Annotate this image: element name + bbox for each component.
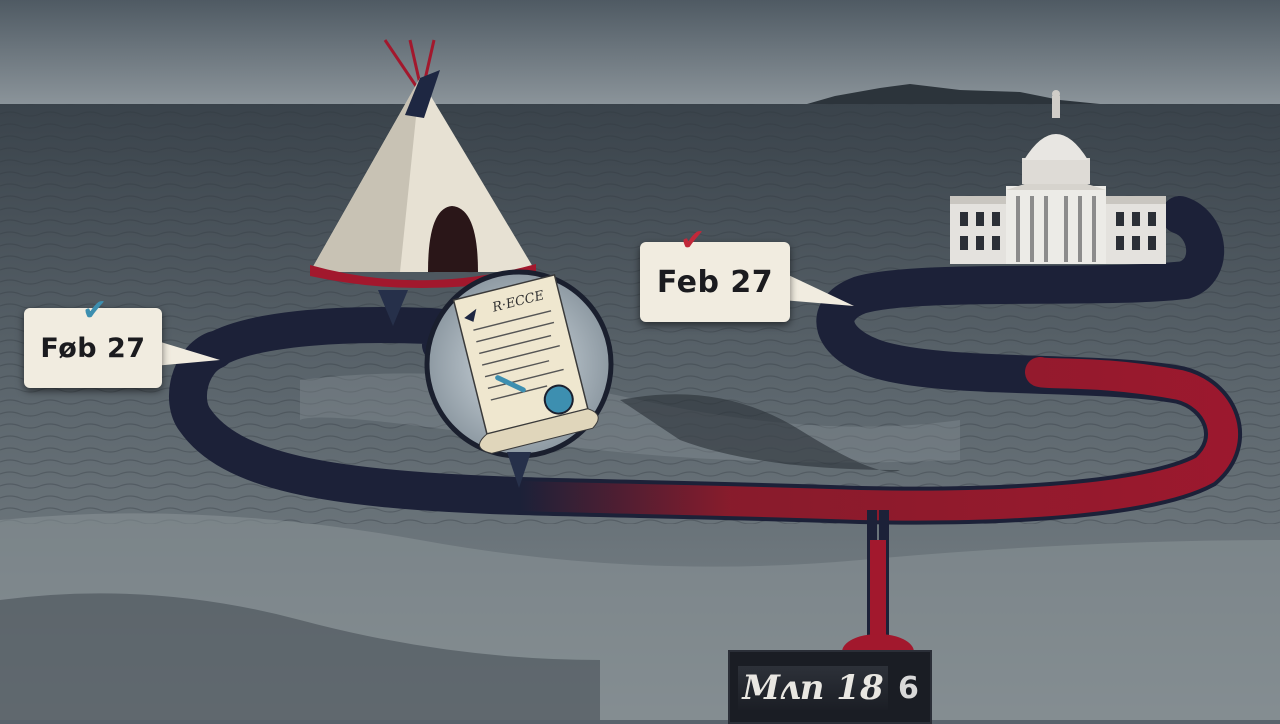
marker-date-label: Føb 27 bbox=[24, 308, 162, 388]
checkmark-icon: ✔ bbox=[82, 293, 108, 328]
callout-pointer bbox=[154, 340, 220, 366]
timeline-marker-1: Føb 27 ✔ bbox=[24, 296, 224, 396]
timeline-marker-2: Feb 27 ✔ bbox=[640, 223, 860, 328]
distant-mesa bbox=[800, 84, 1120, 106]
checkmark-icon: ✔ bbox=[680, 223, 706, 258]
callout-pointer bbox=[782, 272, 854, 306]
seal-icon: 6 bbox=[898, 671, 919, 706]
sky bbox=[0, 0, 1280, 110]
timeline-marker-3: Mʌn 18 6 bbox=[728, 650, 932, 724]
capitol-building-illustration bbox=[950, 90, 1166, 264]
marker-date-label: Mʌn 18 bbox=[738, 666, 888, 710]
marker-date-label: Feb 27 bbox=[640, 242, 790, 322]
treaty-document-icon: R·ECCE bbox=[424, 269, 614, 488]
